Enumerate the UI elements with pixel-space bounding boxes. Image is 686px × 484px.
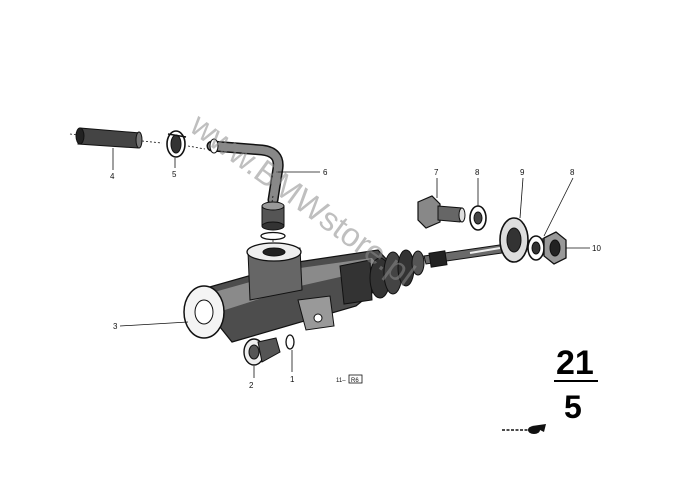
hose-part[interactable] — [69, 127, 163, 149]
callout-10: 10 — [592, 244, 601, 253]
callout-1: 1 — [290, 375, 295, 384]
spring-washer-part[interactable] — [285, 334, 295, 350]
reference-code: 11– R6 — [336, 374, 363, 384]
boot-part[interactable] — [369, 249, 425, 299]
bolt-part[interactable] — [417, 195, 466, 229]
callout-7: 7 — [434, 168, 439, 177]
reference-code-box: R6 — [351, 378, 359, 384]
callout-9: 9 — [520, 168, 525, 177]
group-main-number: 21 — [556, 344, 594, 382]
callout-3: 3 — [113, 322, 118, 331]
washer-part-second[interactable] — [527, 235, 545, 261]
callout-8: 8 — [475, 168, 480, 177]
socket-screw-part[interactable] — [243, 337, 281, 366]
bushing-part[interactable] — [499, 217, 529, 263]
inlet-fitting[interactable] — [260, 201, 286, 248]
callout-5: 5 — [172, 170, 177, 179]
reference-code-text: 11– — [336, 378, 346, 384]
callout-8-second: 8 — [570, 168, 575, 177]
clamp-part[interactable] — [166, 130, 206, 158]
washer-part[interactable] — [469, 205, 487, 231]
callout-2: 2 — [249, 381, 254, 390]
feed-pipe-part[interactable] — [206, 138, 284, 209]
nut-part[interactable] — [543, 231, 567, 265]
leader-lines — [112, 148, 590, 378]
group-number: 21 5 — [554, 344, 598, 425]
group-sub-number: 5 — [564, 389, 582, 425]
cylinder-body-part[interactable] — [183, 242, 399, 343]
callout-6: 6 — [323, 168, 328, 177]
callout-4: 4 — [110, 172, 115, 181]
brand-logo-icon — [502, 424, 546, 434]
